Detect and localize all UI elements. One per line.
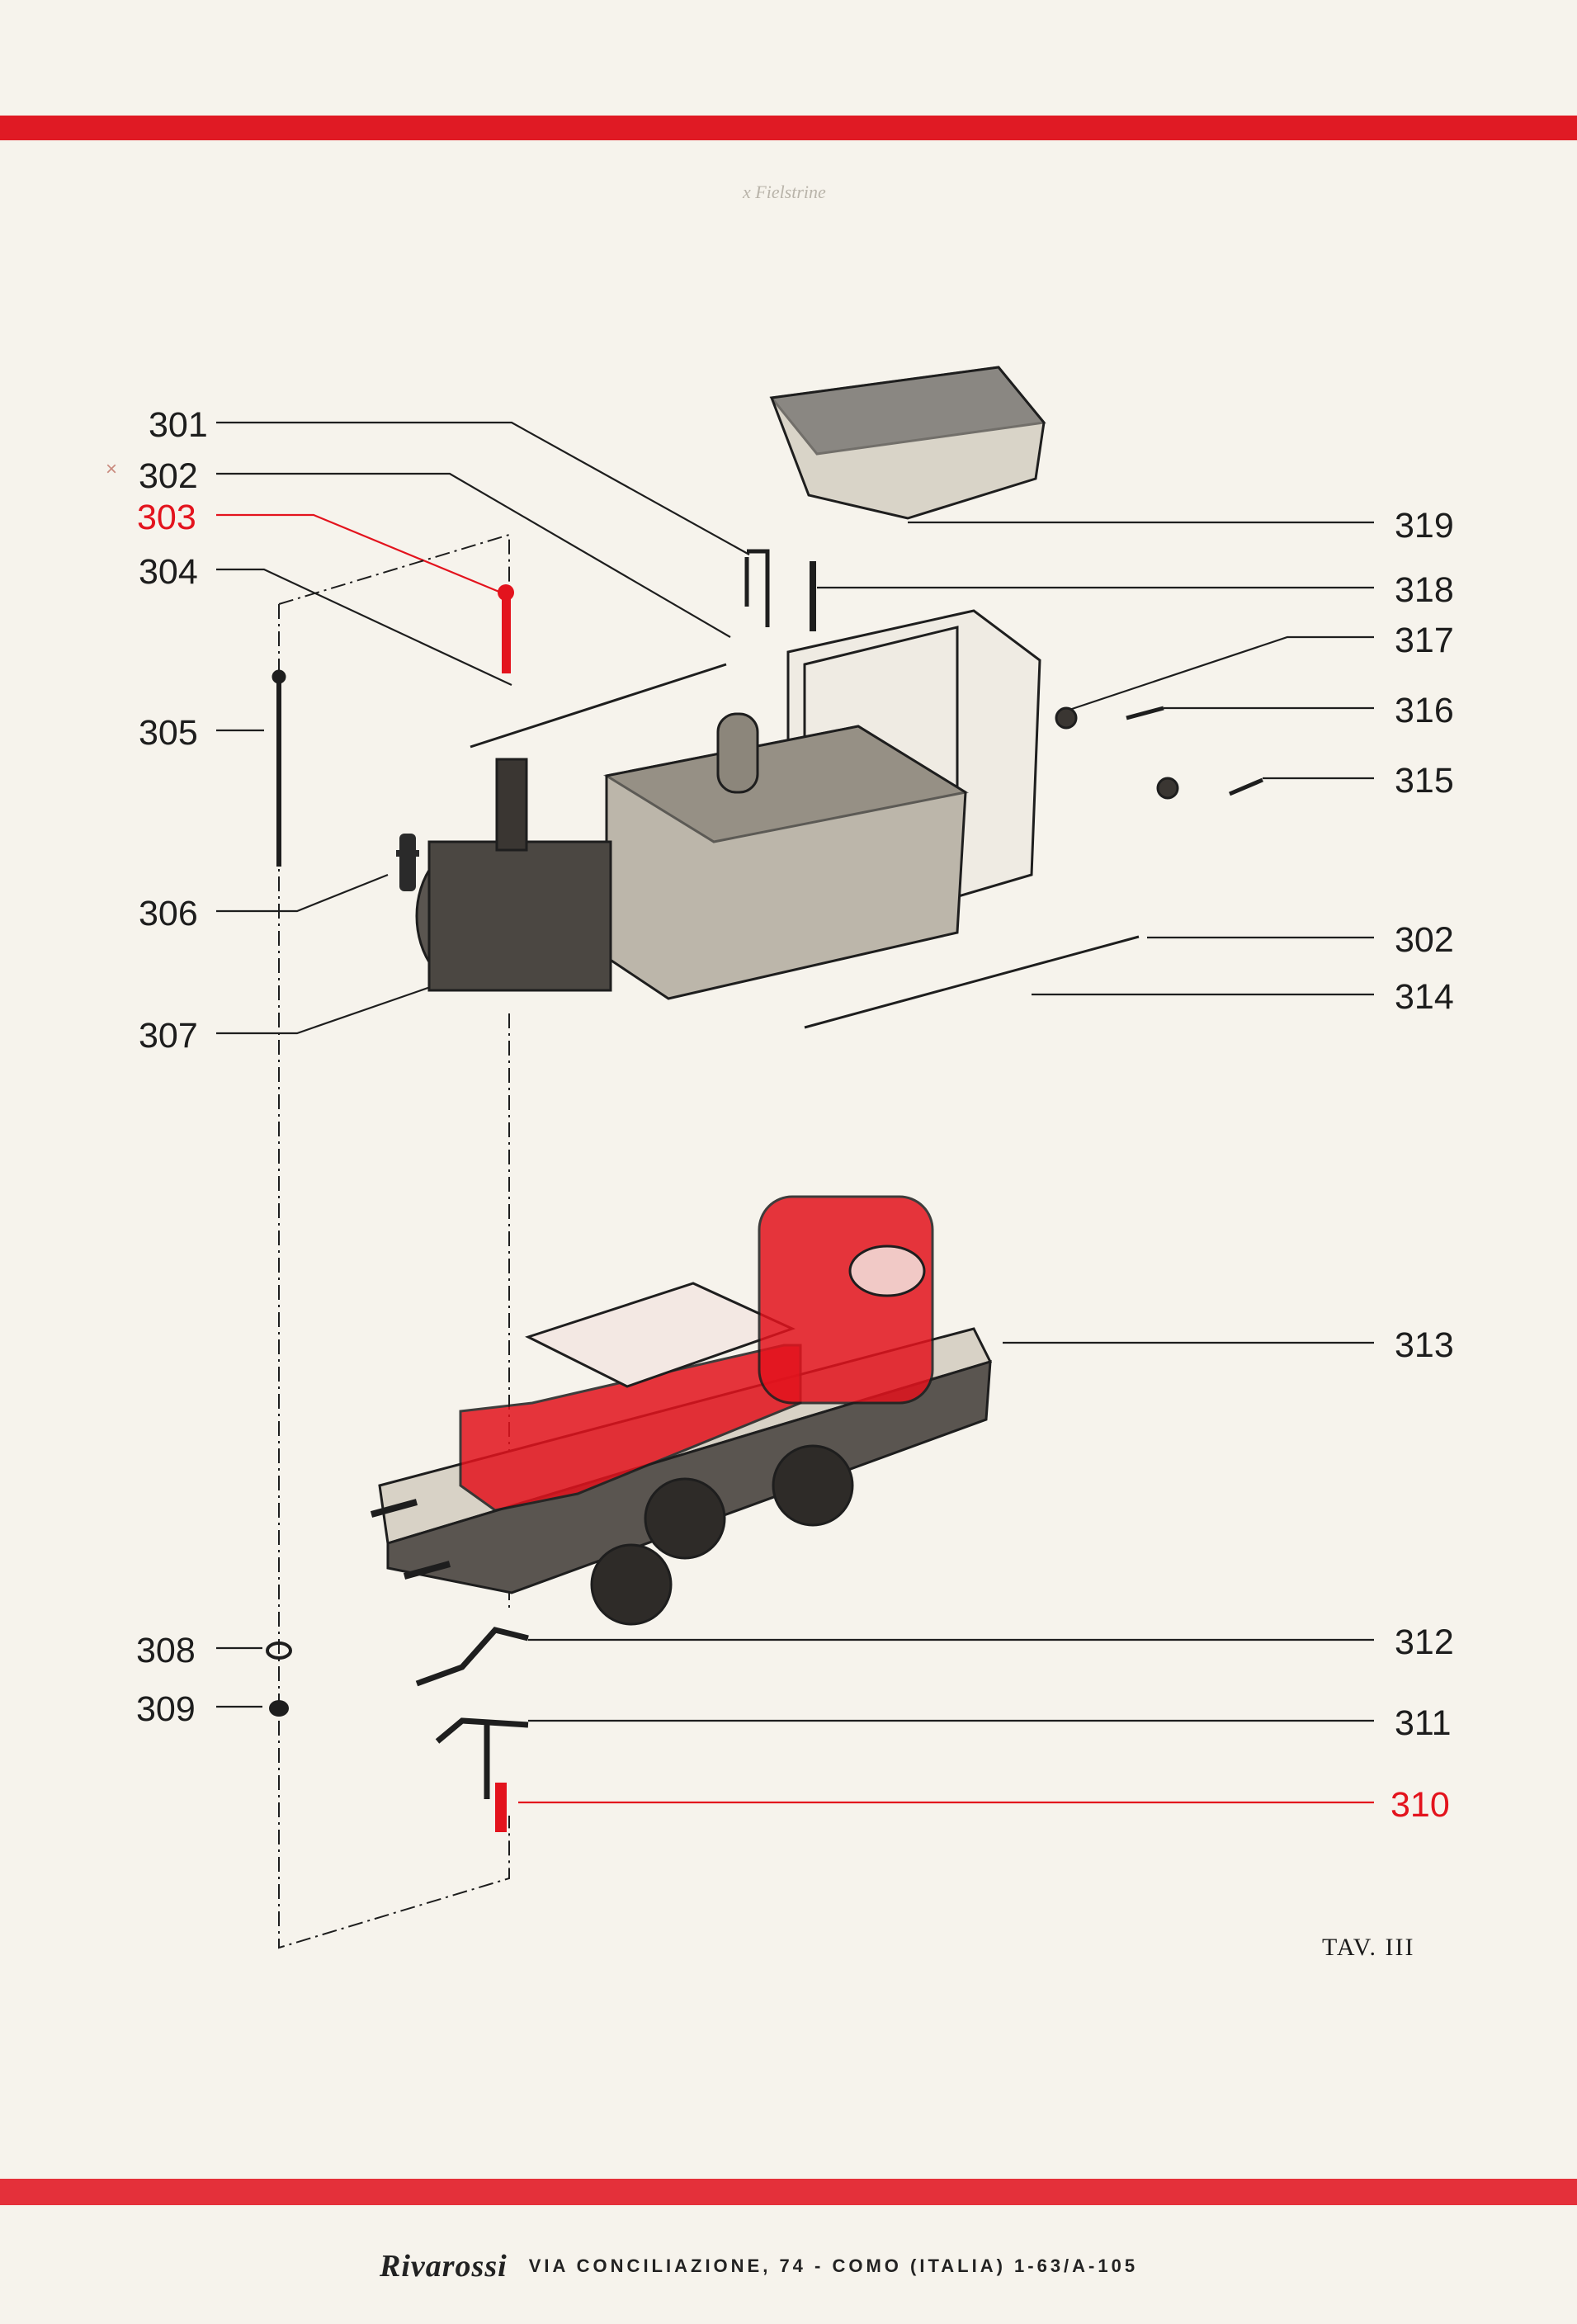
rivet-315: [1229, 777, 1263, 796]
top-red-band: [0, 116, 1577, 140]
callout-317: 317: [1395, 621, 1454, 660]
callout-311: 311: [1395, 1703, 1452, 1743]
callout-316: 316: [1395, 691, 1454, 730]
callout-301: 301: [149, 405, 208, 445]
callout-313: 313: [1395, 1325, 1454, 1365]
callout-318: 318: [1395, 570, 1454, 610]
leader-304: [216, 568, 512, 686]
callout-306: 306: [139, 894, 198, 933]
pickup-312: [415, 1627, 529, 1687]
chassis: [370, 1195, 993, 1832]
bottom-red-band: [0, 2179, 1577, 2205]
footer: Rivarossi VIA CONCILIAZIONE, 74 - COMO (…: [380, 2249, 1139, 2284]
footer-address: VIA CONCILIAZIONE, 74 - COMO (ITALIA) 1-…: [528, 2256, 1139, 2276]
leader-307: [216, 974, 465, 1035]
callout-302b: 302: [1395, 920, 1454, 960]
rivet-317: [1055, 706, 1078, 730]
callout-319: 319: [1395, 506, 1454, 546]
leader-301: [216, 421, 750, 555]
locomotive-body: [415, 366, 1263, 1029]
pickup-311: [435, 1717, 529, 1799]
leader-303: [216, 513, 506, 596]
callout-304: 304: [139, 552, 198, 592]
leader-302: [216, 472, 731, 638]
plate-label: TAV. III: [1322, 1934, 1415, 1961]
brand-logo: Rivarossi: [380, 2249, 508, 2284]
callout-302: 302: [139, 456, 198, 496]
callout-315: 315: [1395, 761, 1454, 801]
callout-314: 314: [1395, 977, 1454, 1017]
nut-309: [269, 1700, 289, 1717]
callout-312: 312: [1395, 1623, 1454, 1662]
callout-309: 309: [136, 1689, 196, 1729]
pencil-mark: ×: [106, 458, 118, 480]
screw-303: [498, 584, 514, 673]
pencil-note: x Fielstrine: [743, 182, 826, 202]
leader-306: [216, 873, 389, 913]
callout-307: 307: [139, 1016, 198, 1056]
screw-305: [271, 669, 286, 867]
callout-308: 308: [136, 1631, 196, 1670]
callout-305: 305: [139, 713, 198, 753]
washer-308: [266, 1641, 292, 1660]
leader-317: [1064, 635, 1374, 713]
callout-310: 310: [1390, 1785, 1450, 1825]
screw-310: [495, 1783, 507, 1832]
rivet-316: [1126, 706, 1164, 720]
callout-303: 303: [137, 498, 196, 537]
handle-301: [744, 549, 770, 627]
parts-306: [396, 834, 419, 891]
